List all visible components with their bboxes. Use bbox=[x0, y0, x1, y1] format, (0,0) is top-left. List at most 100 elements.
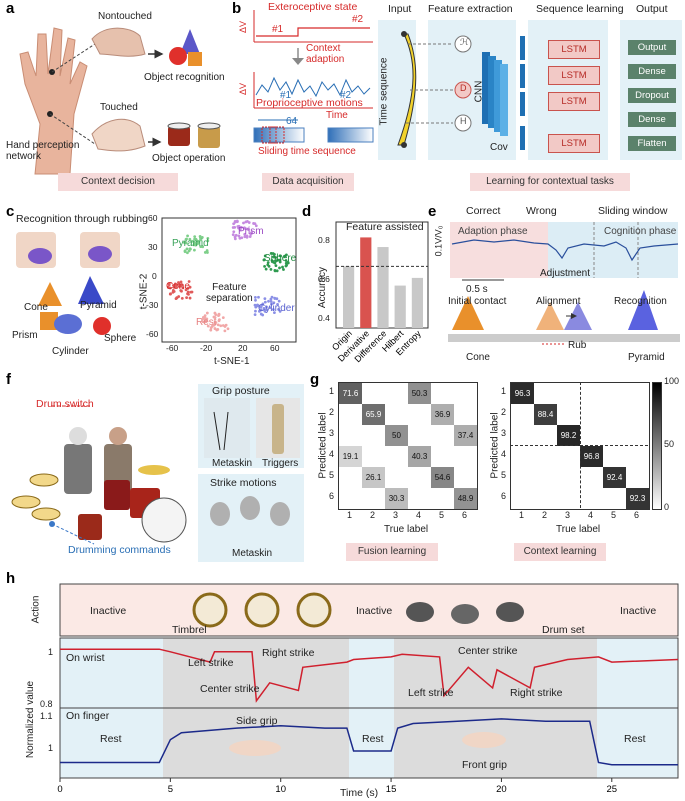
tsne-point bbox=[201, 245, 204, 248]
proprioceptive-label: Proprioceptive motions bbox=[256, 97, 363, 109]
matrix-ytick: 1 bbox=[329, 386, 335, 396]
tsne-point bbox=[219, 324, 223, 328]
lstm-cell: LSTM bbox=[548, 134, 600, 153]
tsne-point bbox=[205, 249, 209, 252]
matrix-cell: 36.9 bbox=[431, 404, 454, 425]
tsne-point bbox=[203, 251, 207, 254]
tsne-scatter bbox=[166, 219, 290, 333]
tsne-point bbox=[273, 269, 277, 273]
tsne-point bbox=[182, 241, 186, 244]
tsne-xtick: 20 bbox=[238, 343, 248, 353]
bar-ytick: 0.8 bbox=[318, 235, 330, 245]
side-grip-label: Side grip bbox=[236, 715, 278, 727]
grip-posture-label: Grip posture bbox=[212, 385, 270, 397]
tsne-point bbox=[263, 297, 267, 301]
tsne-point bbox=[233, 235, 237, 239]
tsne-point bbox=[263, 300, 267, 304]
tsne-point bbox=[206, 237, 210, 240]
tsne-point bbox=[206, 239, 210, 243]
tsne-point bbox=[238, 226, 242, 229]
drumming-commands-label: Drumming commands bbox=[68, 544, 171, 556]
tsne-point bbox=[270, 302, 273, 306]
metaskin-label-strike: Metaskin bbox=[232, 548, 273, 559]
tsne-xlabel: t-SNE-1 bbox=[214, 356, 250, 367]
matrix-cell: 26.1 bbox=[362, 467, 385, 488]
tsne-point bbox=[183, 250, 187, 254]
tsne-point bbox=[243, 235, 247, 239]
alignment-label: Alignment bbox=[536, 296, 581, 307]
time-label: Time bbox=[326, 110, 348, 121]
e-pyramid-label: Pyramid bbox=[628, 352, 665, 363]
matrix-xtick: 4 bbox=[416, 510, 422, 520]
matrix-xtick: 6 bbox=[634, 510, 640, 520]
bar-entropy bbox=[411, 277, 423, 328]
inactive-label-1: Inactive bbox=[90, 605, 127, 617]
tsne-point bbox=[204, 320, 208, 324]
tsne-point bbox=[253, 313, 257, 317]
tsne-point bbox=[237, 234, 241, 238]
center-strike-label-2: Center strike bbox=[458, 645, 518, 657]
grip-strike-illustration bbox=[204, 398, 300, 526]
tsne-point bbox=[174, 285, 178, 289]
dropout-layer: Dropout bbox=[628, 88, 676, 103]
cnn-diagram bbox=[397, 31, 508, 148]
tsne-point bbox=[264, 267, 268, 271]
tsne-label-cone: Cone bbox=[166, 281, 190, 292]
matrix-xtick: 3 bbox=[565, 510, 571, 520]
tsne-point bbox=[269, 300, 273, 303]
tsne-point bbox=[179, 289, 183, 292]
tsne-point bbox=[275, 297, 279, 301]
h-ylabel: Normalized value bbox=[25, 680, 37, 759]
tsne-point bbox=[199, 238, 202, 242]
matrix-ytick: 2 bbox=[501, 407, 507, 417]
tsne-point bbox=[254, 224, 258, 228]
tsne-point bbox=[248, 235, 252, 239]
tsne-point bbox=[278, 309, 282, 313]
tsne-point bbox=[246, 228, 250, 231]
tsne-point bbox=[284, 259, 288, 262]
h-xlabel: Time (s) bbox=[340, 787, 379, 799]
panel-label-b: b bbox=[232, 0, 242, 17]
tsne-point bbox=[254, 298, 257, 302]
front-grip-label: Front grip bbox=[462, 759, 507, 771]
action-ylabel: Action bbox=[30, 595, 42, 624]
tsne-point bbox=[221, 324, 225, 327]
mark-2-bottom: #2 bbox=[340, 90, 352, 101]
matrix-ytick: 5 bbox=[329, 470, 335, 480]
cognition-phase-label: Cognition phase bbox=[604, 226, 677, 237]
flatten-layer: Flatten bbox=[628, 136, 676, 151]
tsne-xtick: -60 bbox=[166, 343, 179, 353]
bar-hilbert bbox=[394, 285, 406, 328]
mark-1-top: #1 bbox=[272, 24, 284, 35]
recognition-label: Recognition bbox=[614, 296, 667, 307]
output-title: Output bbox=[636, 3, 668, 15]
sliding-label: Sliding time sequence bbox=[258, 146, 356, 157]
feature-bar bbox=[520, 36, 525, 60]
left-strike-label-1: Left strike bbox=[188, 657, 234, 669]
colorbar-tick: 0 bbox=[664, 502, 670, 512]
feature-bar bbox=[520, 92, 525, 116]
tsne-point bbox=[186, 251, 189, 255]
drum-switch-label: Drum switch bbox=[36, 398, 94, 410]
g1-xlabel: True label bbox=[384, 524, 429, 535]
matrix-cell: 92.4 bbox=[603, 467, 626, 488]
finger-ytick-1: 1 bbox=[48, 743, 54, 753]
rest-label-1: Rest bbox=[100, 733, 122, 745]
bar-ytick: 0.6 bbox=[318, 274, 330, 284]
tsne-point bbox=[240, 236, 244, 240]
tsne-point bbox=[172, 283, 175, 287]
x-tick-label: 10 bbox=[275, 784, 286, 795]
window-num: 64 bbox=[286, 116, 298, 127]
matrix-xtick: 5 bbox=[611, 510, 617, 520]
panel-label-d: d bbox=[302, 203, 312, 220]
tsne-point bbox=[271, 252, 275, 255]
matrix-cell: 50.3 bbox=[408, 383, 431, 404]
tsne-point bbox=[206, 324, 210, 328]
wrist-ytick-08: 0.8 bbox=[40, 699, 53, 709]
on-wrist-label: On wrist bbox=[66, 652, 105, 664]
tsne-point bbox=[263, 254, 267, 258]
panel-label-e: e bbox=[428, 203, 437, 220]
tsne-point bbox=[209, 328, 213, 332]
symbol-h: H bbox=[460, 116, 467, 126]
